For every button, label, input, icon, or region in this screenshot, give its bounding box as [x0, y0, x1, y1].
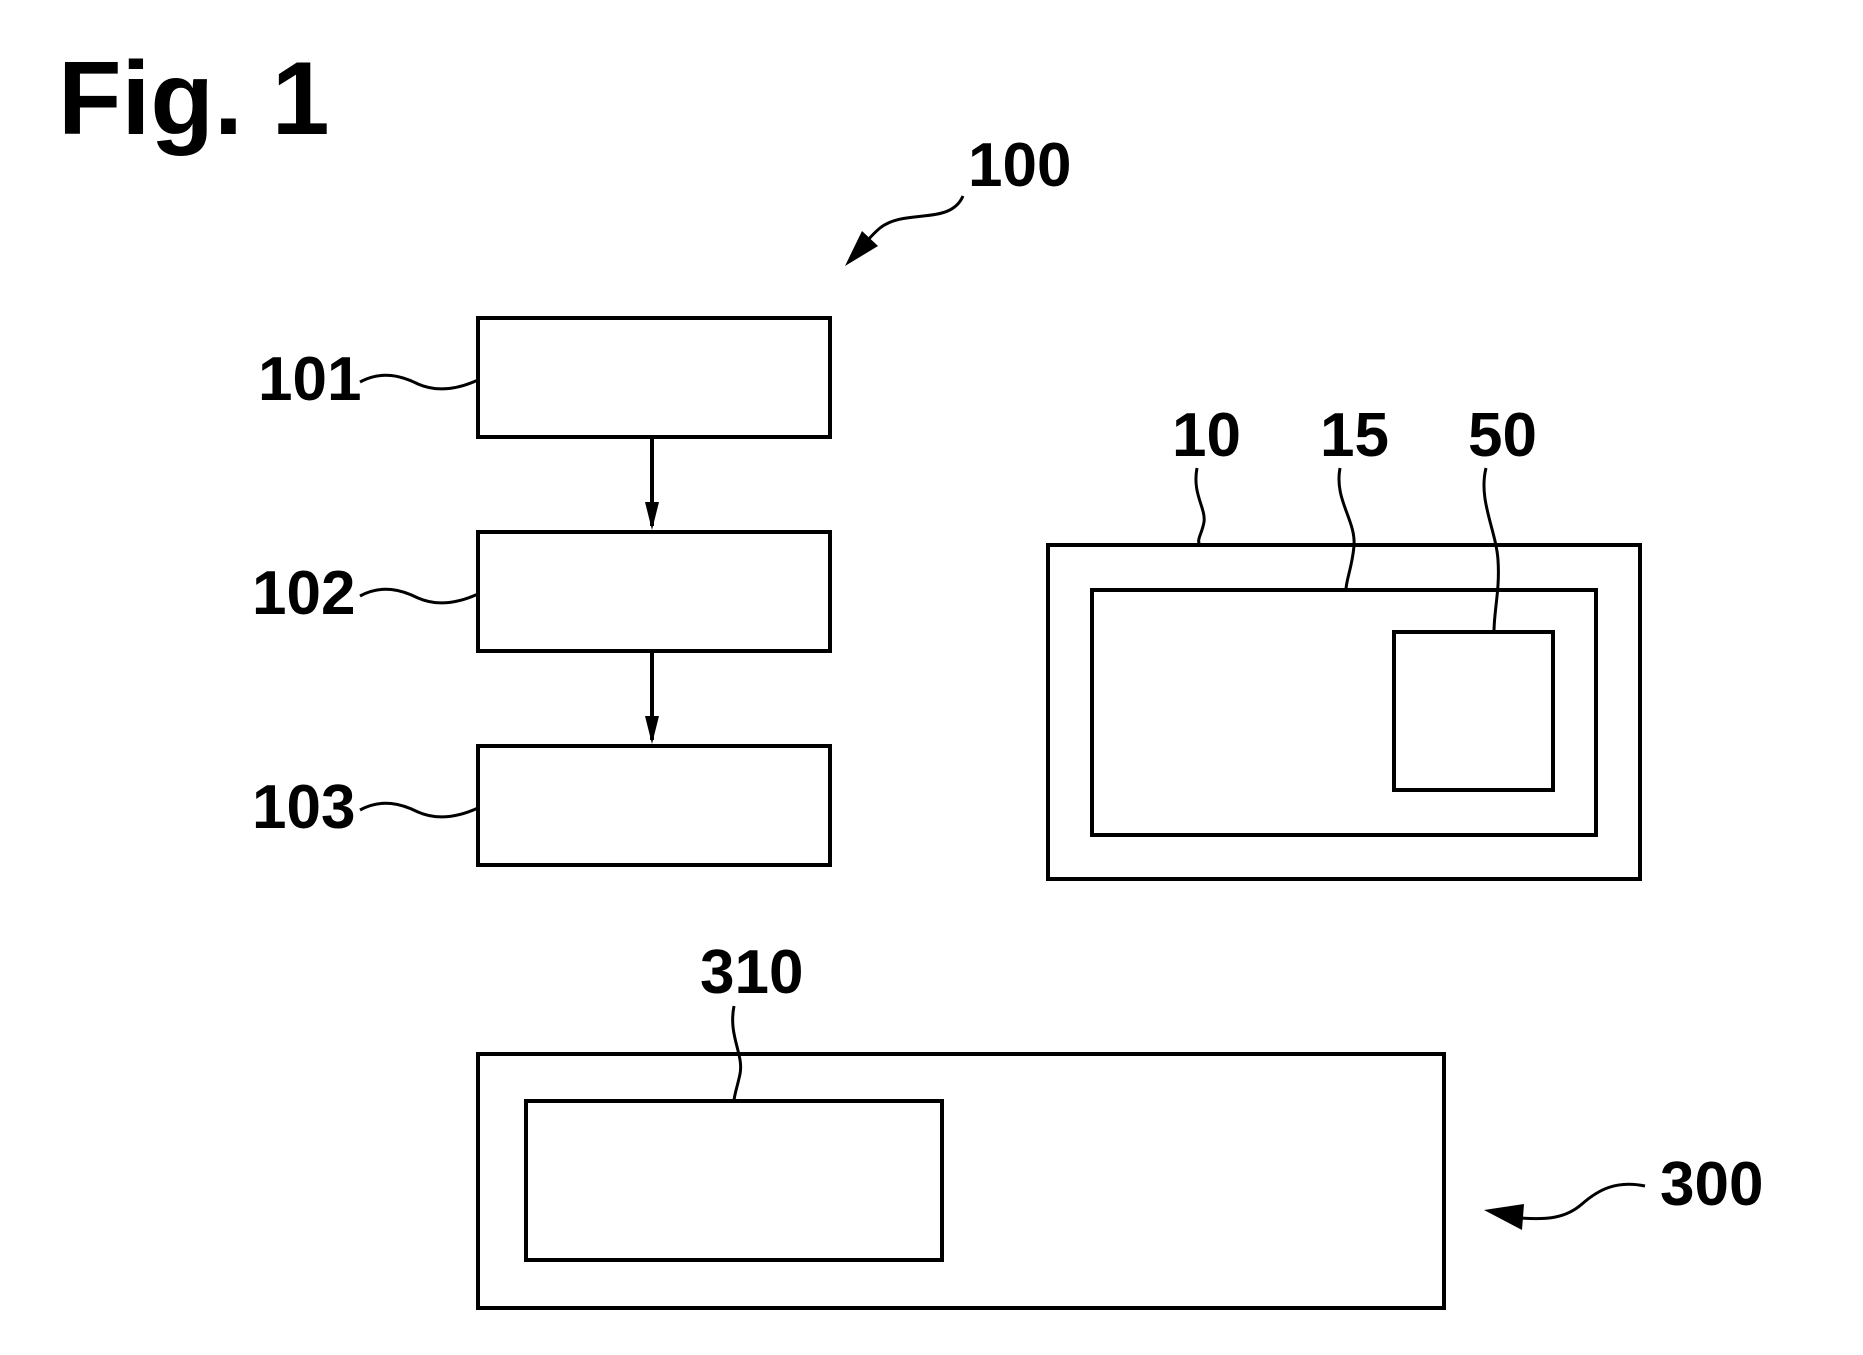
device-label-10: 10 — [1172, 401, 1241, 470]
device-outer-box-10 — [1046, 543, 1642, 881]
method-ref-arrowhead — [845, 231, 878, 266]
step-label-101: 101 — [258, 345, 361, 414]
device-inner-box-50 — [1392, 630, 1555, 792]
method-ref-label: 100 — [968, 131, 1071, 200]
system-ref-leader — [1519, 1182, 1646, 1221]
step-box-103 — [476, 744, 832, 867]
step-box-102 — [476, 530, 832, 653]
step-box-101 — [476, 316, 832, 439]
device-leader-50 — [1482, 467, 1500, 633]
system-box-300 — [476, 1052, 1446, 1310]
device-leader-10 — [1194, 467, 1206, 546]
step-leader-101 — [359, 373, 479, 391]
step-label-102: 102 — [252, 559, 355, 628]
flow-arrowhead-102-103 — [645, 716, 659, 744]
device-middle-box-15 — [1090, 588, 1598, 837]
device-label-50: 50 — [1468, 401, 1537, 470]
step-label-103: 103 — [252, 773, 355, 842]
component-leader-310 — [731, 1005, 743, 1102]
step-leader-103 — [359, 801, 479, 819]
figure-title: Fig. 1 — [58, 41, 330, 157]
component-label-310: 310 — [700, 938, 803, 1007]
component-box-310 — [524, 1099, 944, 1262]
device-label-15: 15 — [1320, 401, 1389, 470]
flow-arrowhead-101-102 — [645, 502, 659, 530]
step-leader-102 — [359, 587, 479, 605]
device-leader-15 — [1337, 467, 1356, 591]
system-label-300: 300 — [1660, 1150, 1763, 1219]
system-ref-arrowhead — [1484, 1204, 1524, 1230]
